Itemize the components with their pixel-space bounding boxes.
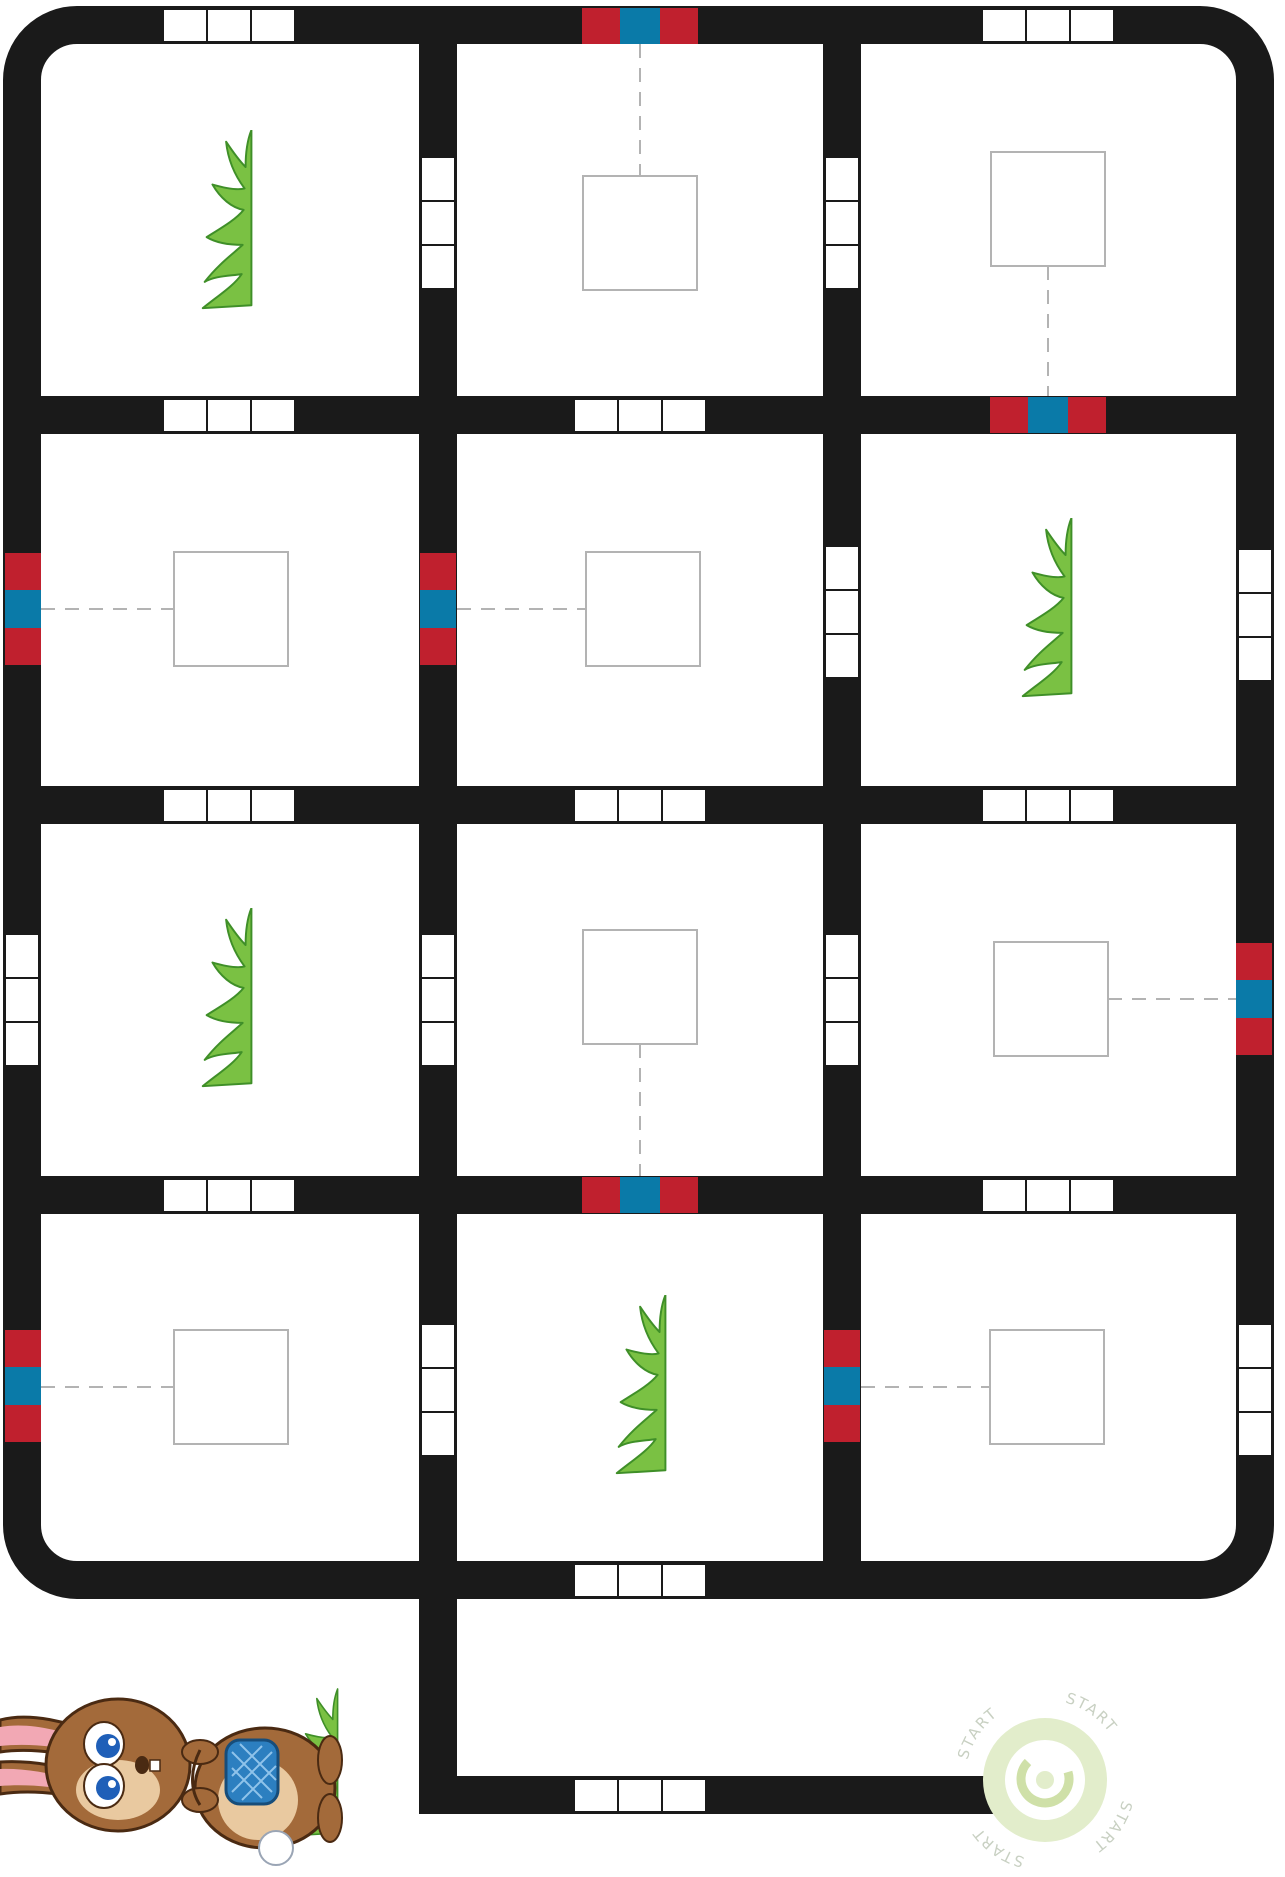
placeholder-square [583, 930, 697, 1044]
white-triple-marker [982, 1179, 1114, 1212]
white-triple-marker [1238, 549, 1272, 681]
code-marker-red-blue-red [824, 1330, 860, 1442]
start-path [438, 1580, 1005, 1795]
white-triple-marker [982, 789, 1114, 822]
white-triple-marker [825, 934, 859, 1066]
white-triple-marker [421, 934, 455, 1066]
white-triple-marker [574, 399, 706, 432]
white-triple-marker [574, 1779, 706, 1812]
grass-icon [203, 130, 252, 308]
bunny-with-basket-icon [0, 1689, 342, 1865]
grass-icon [1023, 518, 1072, 696]
placeholder-square [586, 552, 700, 666]
placeholder-square [174, 552, 288, 666]
white-triple-marker [163, 9, 295, 42]
code-marker-red-blue-red [5, 553, 41, 665]
white-triple-marker [163, 1179, 295, 1212]
placeholder-square [994, 942, 1108, 1056]
white-triple-marker [982, 9, 1114, 42]
placeholder-square [991, 152, 1105, 266]
code-marker-red-blue-red [582, 1177, 698, 1213]
white-triple-marker [421, 1324, 455, 1456]
placeholder-square [990, 1330, 1104, 1444]
white-triple-marker [163, 789, 295, 822]
code-marker-red-blue-red [420, 553, 456, 665]
white-triple-marker [574, 789, 706, 822]
white-triple-marker [163, 399, 295, 432]
code-marker-red-blue-red [1236, 943, 1272, 1055]
placeholder-square [583, 176, 697, 290]
grass-icon [203, 908, 252, 1086]
code-marker-red-blue-red [990, 397, 1106, 433]
code-marker-red-blue-red [5, 1330, 41, 1442]
grass-icon [617, 1295, 666, 1473]
white-triple-marker [421, 157, 455, 289]
white-triple-marker [825, 157, 859, 289]
white-triple-marker [825, 546, 859, 678]
white-triple-marker [574, 1564, 706, 1597]
white-triple-marker [1238, 1324, 1272, 1456]
white-triple-marker [5, 934, 39, 1066]
placeholder-square [174, 1330, 288, 1444]
code-marker-red-blue-red [582, 8, 698, 44]
